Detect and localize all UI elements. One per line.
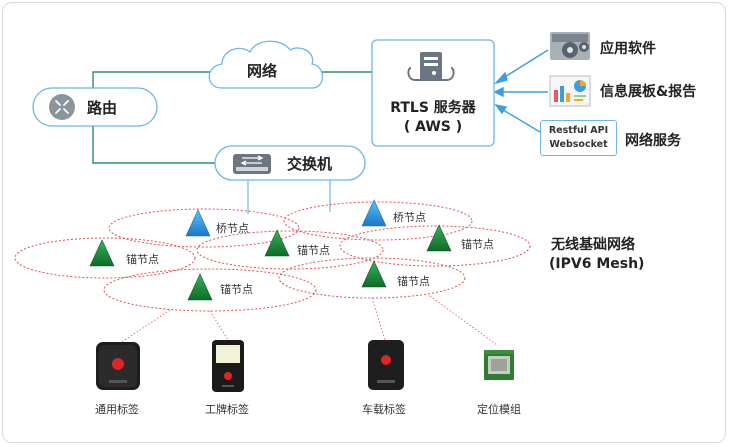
bridge-node-label: 桥节点 xyxy=(216,222,249,235)
wireless-link xyxy=(209,310,229,341)
wireless-link xyxy=(429,295,498,346)
switch-label: 交换机 xyxy=(287,155,333,173)
dashboard-icon xyxy=(549,75,591,107)
badge-tag-label: 工牌标签 xyxy=(205,403,249,416)
bridge-node-label: 桥节点 xyxy=(393,211,426,224)
cloud-label: 网络 xyxy=(247,62,278,80)
bridge-node-icon xyxy=(185,209,211,237)
api-line2: Websocket xyxy=(549,139,608,150)
anchor-node-label: 锚节点 xyxy=(397,275,430,288)
wireless-links xyxy=(121,295,498,346)
service-arrows xyxy=(493,49,549,133)
bridge-node-icon xyxy=(361,199,387,227)
mesh-zone xyxy=(278,257,466,299)
wireless-link xyxy=(371,297,386,341)
switch-icon xyxy=(233,154,271,174)
anchor-node-label: 锚节点 xyxy=(461,238,494,251)
server-title: RTLS 服务器 xyxy=(390,100,476,116)
api-line1: Restful API xyxy=(548,125,609,136)
server-node xyxy=(371,39,495,147)
diagram-frame xyxy=(2,2,726,443)
mesh-zone xyxy=(108,208,300,248)
anchor-node-icon xyxy=(426,224,452,252)
link-router-switch xyxy=(92,124,215,164)
arrow-api-server xyxy=(499,107,541,133)
mesh-ellipses xyxy=(14,201,531,312)
mesh-zone xyxy=(339,225,531,267)
api-box: Restful API Websocket xyxy=(540,120,617,156)
anchor-node-icon xyxy=(264,229,290,257)
wired-links xyxy=(92,71,372,164)
mesh-zone xyxy=(196,230,384,270)
mesh-zone xyxy=(283,201,473,241)
router-label: 路由 xyxy=(87,99,118,117)
anchor-node-label: 锚节点 xyxy=(297,244,330,257)
generic-tag-label: 通用标签 xyxy=(95,403,139,416)
arrow-head-api xyxy=(494,103,508,115)
anchor-node-label: 锚节点 xyxy=(126,253,159,266)
mesh-title: 无线基础网络 xyxy=(551,237,635,253)
arrow-head-app xyxy=(493,71,508,85)
network-service-label: 网络服务 xyxy=(625,133,681,149)
link-router-cloud xyxy=(92,71,215,92)
dashboard-label: 信息展板&报告 xyxy=(600,84,697,100)
app-software-label: 应用软件 xyxy=(600,41,656,57)
server-subtitle: ( AWS ) xyxy=(403,119,463,135)
generic-tag-device xyxy=(96,342,140,390)
vehicle-tag-device xyxy=(368,340,404,390)
server-icon xyxy=(407,52,455,81)
anchor-node-icon xyxy=(187,273,213,301)
badge-tag-device xyxy=(212,340,244,392)
anchor-node-label: 锚节点 xyxy=(220,283,253,296)
vehicle-tag-label: 车载标签 xyxy=(362,403,406,416)
arrow-head-dashboard xyxy=(493,86,504,98)
mesh-subtitle: (IPV6 Mesh) xyxy=(549,256,645,272)
wireless-link xyxy=(121,309,171,343)
mesh-zone xyxy=(14,237,196,279)
anchor-node-icon xyxy=(89,239,115,267)
anchor-node-icon xyxy=(361,260,387,288)
cloud-icon xyxy=(208,40,324,89)
router-node xyxy=(32,87,158,127)
switch-to-bridge-links xyxy=(247,180,331,214)
switch-node xyxy=(214,145,366,181)
router-icon xyxy=(49,94,75,120)
module-device xyxy=(484,350,514,380)
mesh-zone xyxy=(103,268,317,312)
module-label: 定位模组 xyxy=(477,403,521,416)
gear-icon xyxy=(550,32,590,60)
arrow-app-server xyxy=(499,49,549,81)
